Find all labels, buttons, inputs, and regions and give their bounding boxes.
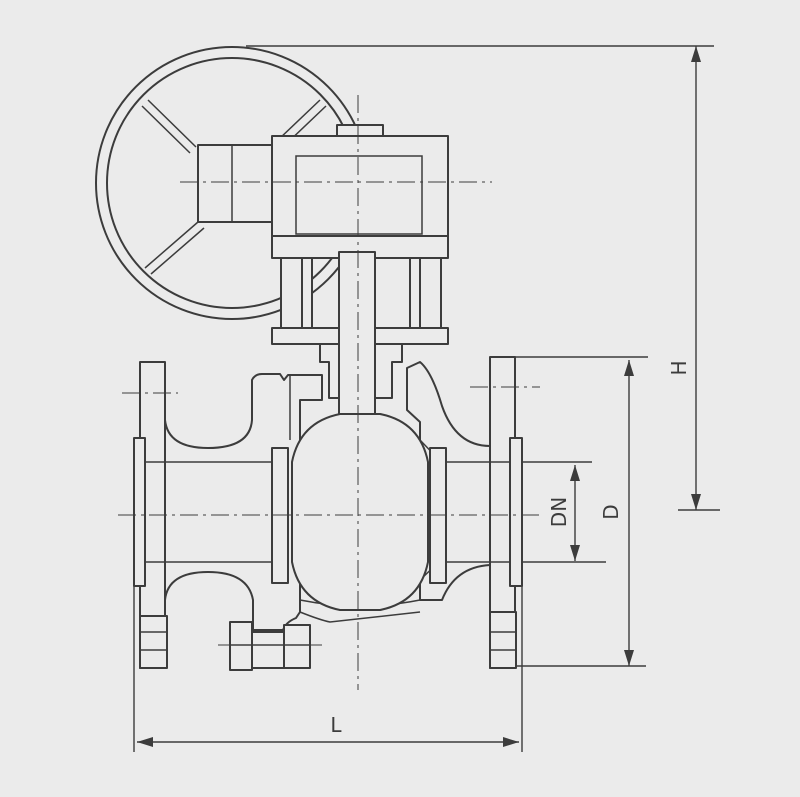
- bracket-leg-right: [419, 257, 442, 329]
- h-arrow-bottom: [691, 494, 701, 510]
- l-arrow-left: [137, 737, 153, 747]
- drain-plug: [229, 621, 311, 671]
- drain-plug-tip: [283, 624, 311, 669]
- handwheel-spoke: [147, 99, 197, 148]
- body-lower-contour: [299, 611, 421, 623]
- handwheel-spoke: [141, 105, 191, 154]
- dn-arrow-top: [570, 465, 580, 481]
- left-flange-bolt-head: [139, 615, 168, 669]
- ball: [291, 413, 429, 611]
- d-arrow-top: [624, 360, 634, 376]
- d-arrow-bottom: [624, 650, 634, 666]
- handwheel-spoke: [144, 221, 199, 269]
- stem: [338, 251, 376, 418]
- drain-plug-nut: [229, 621, 253, 671]
- gearbox-hub: [197, 144, 275, 223]
- right-flange-bolt-head: [489, 611, 517, 669]
- dn-arrow-bottom: [570, 545, 580, 561]
- dimension-h: H: [246, 45, 720, 511]
- d-label: D: [599, 504, 623, 519]
- seats-and-ball: [145, 413, 510, 611]
- dimension-l: L: [133, 586, 523, 752]
- handwheel-spoke: [150, 227, 205, 275]
- h-label: H: [667, 360, 691, 375]
- bracket-leg-left-inner: [301, 257, 313, 329]
- dimension-d: D: [512, 356, 648, 667]
- l-label: L: [330, 713, 342, 737]
- gearbox: [197, 124, 449, 259]
- bracket-leg-right-inner: [409, 257, 421, 329]
- h-arrow-top: [691, 46, 701, 62]
- right-flange-face: [509, 437, 523, 587]
- bracket-leg-left: [280, 257, 303, 329]
- gearbox-housing-inner: [295, 155, 423, 235]
- dn-label: DN: [547, 497, 571, 527]
- left-flange-face: [133, 437, 146, 587]
- l-arrow-right: [503, 737, 519, 747]
- centerlines: [118, 95, 542, 690]
- right-flange: [489, 356, 523, 669]
- dimension-dn: DN: [522, 461, 606, 563]
- handwheel-spoke: [277, 99, 321, 141]
- drain-plug-body: [251, 631, 285, 669]
